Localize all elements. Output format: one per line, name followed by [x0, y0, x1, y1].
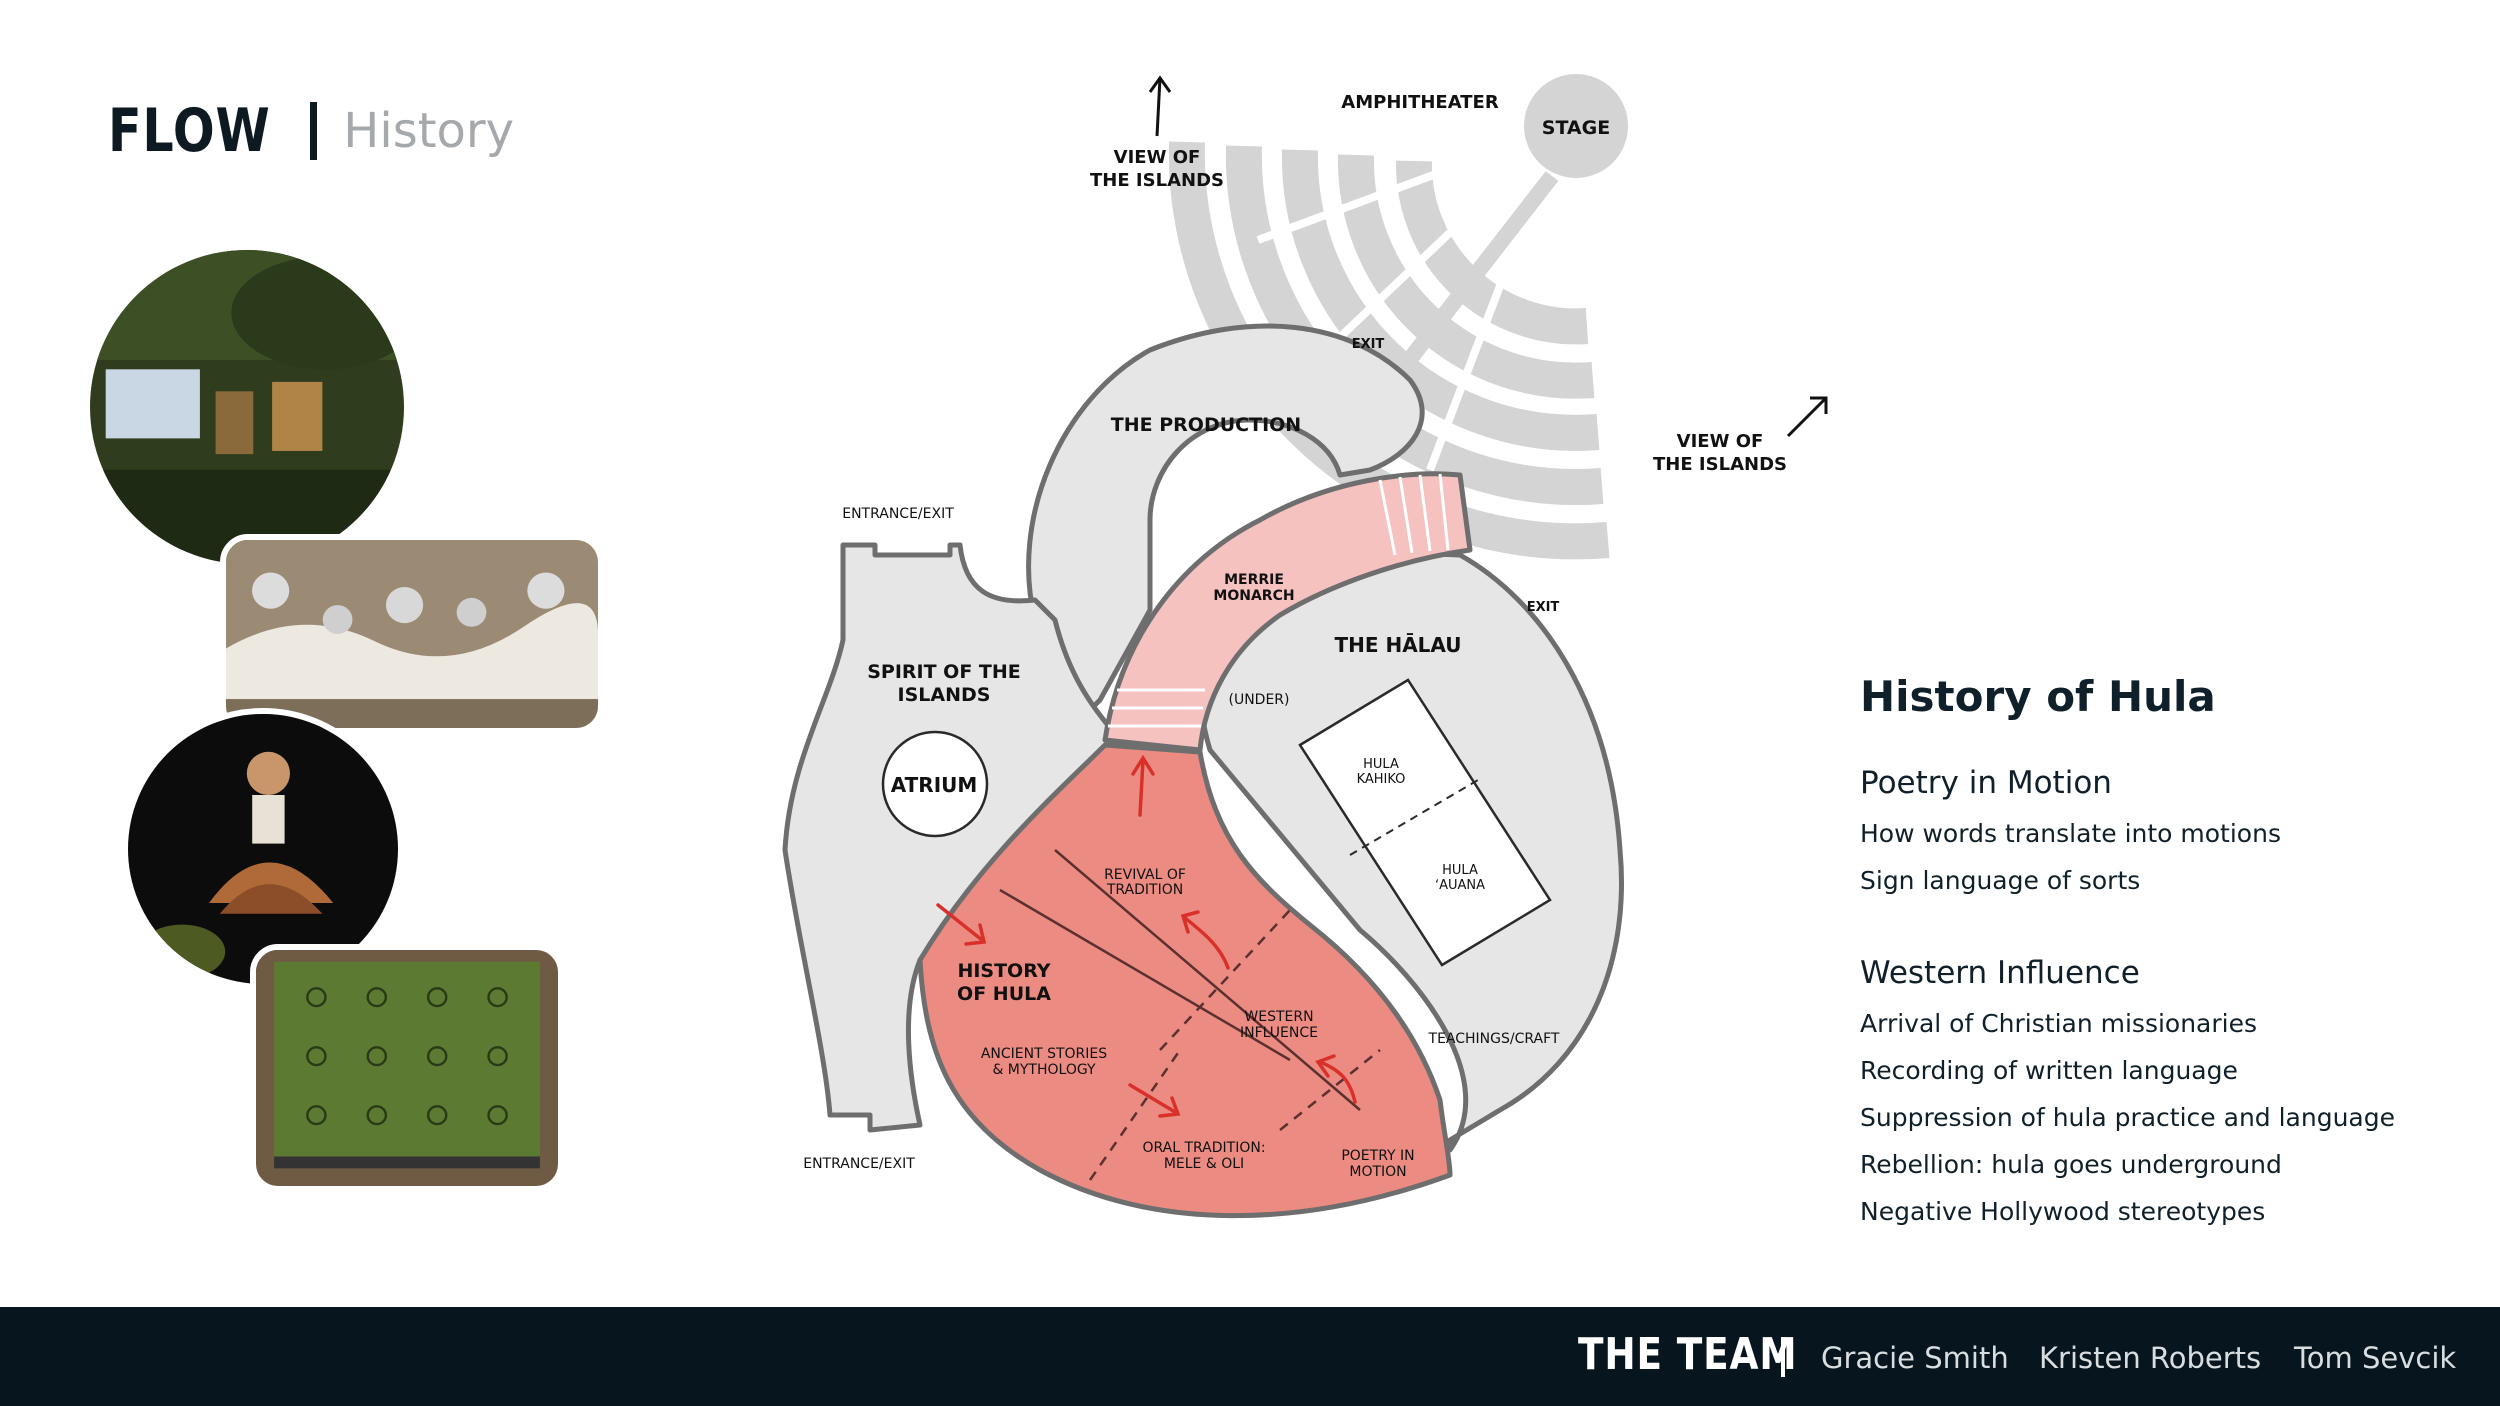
- page-subtitle: History: [343, 103, 515, 159]
- history-division-dashed-1: [1159, 909, 1291, 1051]
- atrium-label: ATRIUM: [891, 773, 978, 797]
- sign-language-board-photo: [250, 944, 564, 1192]
- view-islands-label-top-2: THE ISLANDS: [1090, 170, 1224, 191]
- team-member-name: Tom Sevcik: [2294, 1341, 2457, 1375]
- info-item: Arrival of Christian missionaries: [1860, 1009, 2258, 1038]
- western-label-2: INFLUENCE: [1240, 1025, 1318, 1041]
- section-heading-poetry: Poetry in Motion: [1860, 765, 2112, 801]
- team-label: THE TEAM: [1578, 1329, 1798, 1380]
- oral-label-2: MELE & OLI: [1164, 1156, 1244, 1172]
- exhibit-wall-photo: [220, 534, 604, 734]
- flow-arrow-entry: [936, 903, 984, 942]
- flow-arrows: [936, 754, 1357, 1118]
- ancient-label-2: & MYTHOLOGY: [992, 1062, 1096, 1078]
- kahiko-label-2: KAHIKO: [1357, 772, 1406, 787]
- production-label: THE PRODUCTION: [1111, 414, 1301, 436]
- view-arrow-east: [1786, 396, 1828, 438]
- amphitheater-label: AMPHITHEATER: [1341, 92, 1499, 113]
- section-heading-western: Western Influence: [1860, 955, 2140, 991]
- revival-label-1: REVIVAL OF: [1104, 867, 1186, 883]
- footer-bar: THE TEAM Gracie Smith Kristen Roberts To…: [0, 1307, 2500, 1406]
- floor-plan-diagram: STAGE AMPHITHEATER VIEW OF THE ISLANDS V…: [782, 74, 1828, 1219]
- view-islands-label-right-2: THE ISLANDS: [1653, 454, 1787, 475]
- zone-the-production: [1026, 323, 1425, 753]
- footer-divider: [1781, 1337, 1785, 1377]
- spirit-label-1: SPIRIT OF THE: [867, 661, 1021, 683]
- entrance-bottom-label: ENTRANCE/EXIT: [803, 1156, 915, 1172]
- oral-label-1: ORAL TRADITION:: [1142, 1140, 1265, 1156]
- info-item: Suppression of hula practice and languag…: [1860, 1103, 2395, 1132]
- poetry-label-2: MOTION: [1349, 1164, 1406, 1180]
- spirit-label-2: ISLANDS: [898, 684, 991, 706]
- history-division-solid-1: [999, 888, 1291, 1062]
- header-divider: [310, 102, 318, 160]
- view-arrow-north: [1148, 75, 1172, 137]
- exit-right-label: EXIT: [1527, 600, 1560, 615]
- merrie-monarch-stairs: [1108, 473, 1450, 728]
- poetry-label-1: POETRY IN: [1341, 1148, 1414, 1164]
- info-item: Rebellion: hula goes underground: [1860, 1150, 2282, 1179]
- flow-arrow-western: [1183, 916, 1230, 970]
- history-label-2: OF HULA: [957, 983, 1051, 1005]
- revival-label-2: TRADITION: [1106, 882, 1183, 898]
- zone-merrie-monarch: [1102, 471, 1473, 753]
- info-panel: History of Hula Poetry in Motion How wor…: [1860, 672, 2480, 1226]
- ancient-label-1: ANCIENT STORIES: [981, 1046, 1107, 1062]
- amphitheater: STAGE AMPHITHEATER: [1168, 74, 1628, 560]
- info-item: Sign language of sorts: [1860, 866, 2141, 895]
- info-title: History of Hula: [1860, 672, 2216, 721]
- view-islands-label-top-1: VIEW OF: [1114, 147, 1201, 168]
- flow-arrow-revival: [1138, 758, 1145, 817]
- history-division-dashed-3: [1279, 1049, 1381, 1131]
- info-item: Recording of written language: [1860, 1056, 2238, 1085]
- stage-label: STAGE: [1542, 117, 1610, 139]
- teachings-label: TEACHINGS/CRAFT: [1428, 1031, 1560, 1047]
- stage-walkway: [1379, 171, 1559, 395]
- flow-arrow-poetry: [1318, 1060, 1357, 1104]
- western-label-1: WESTERN: [1244, 1009, 1313, 1025]
- auana-label-2: ʻAUANA: [1435, 878, 1485, 893]
- merrie-label-1: MERRIE: [1224, 572, 1284, 588]
- history-division-solid-2: [1054, 849, 1361, 1111]
- halau-stage: [1298, 678, 1552, 967]
- stage: [1524, 74, 1628, 178]
- entrance-top-label: ENTRANCE/EXIT: [842, 506, 954, 522]
- under-label: (UNDER): [1229, 692, 1290, 708]
- halau-label: THE HĀLAU: [1334, 633, 1461, 657]
- team-member-name: Gracie Smith: [1821, 1341, 2009, 1375]
- info-item: Negative Hollywood stereotypes: [1860, 1197, 2266, 1226]
- kahiko-label-1: HULA: [1363, 757, 1399, 772]
- view-islands-label-right-1: VIEW OF: [1677, 431, 1764, 452]
- info-item: How words translate into motions: [1860, 819, 2281, 848]
- merrie-label-2: MONARCH: [1213, 588, 1294, 604]
- atrium: [881, 730, 989, 838]
- team-member-name: Kristen Roberts: [2039, 1341, 2262, 1375]
- page-header: FLOW History: [108, 96, 514, 166]
- page-title: FLOW: [108, 96, 271, 166]
- history-label-1: HISTORY: [957, 960, 1050, 982]
- exhibit-forest-photo: [84, 244, 410, 570]
- flow-arrow-oral: [1128, 1083, 1177, 1114]
- history-division-dashed-2: [1088, 1049, 1182, 1181]
- zone-history-of-hula: [917, 742, 1453, 1219]
- exit-top-label: EXIT: [1352, 337, 1385, 352]
- auana-label-1: HULA: [1442, 863, 1478, 878]
